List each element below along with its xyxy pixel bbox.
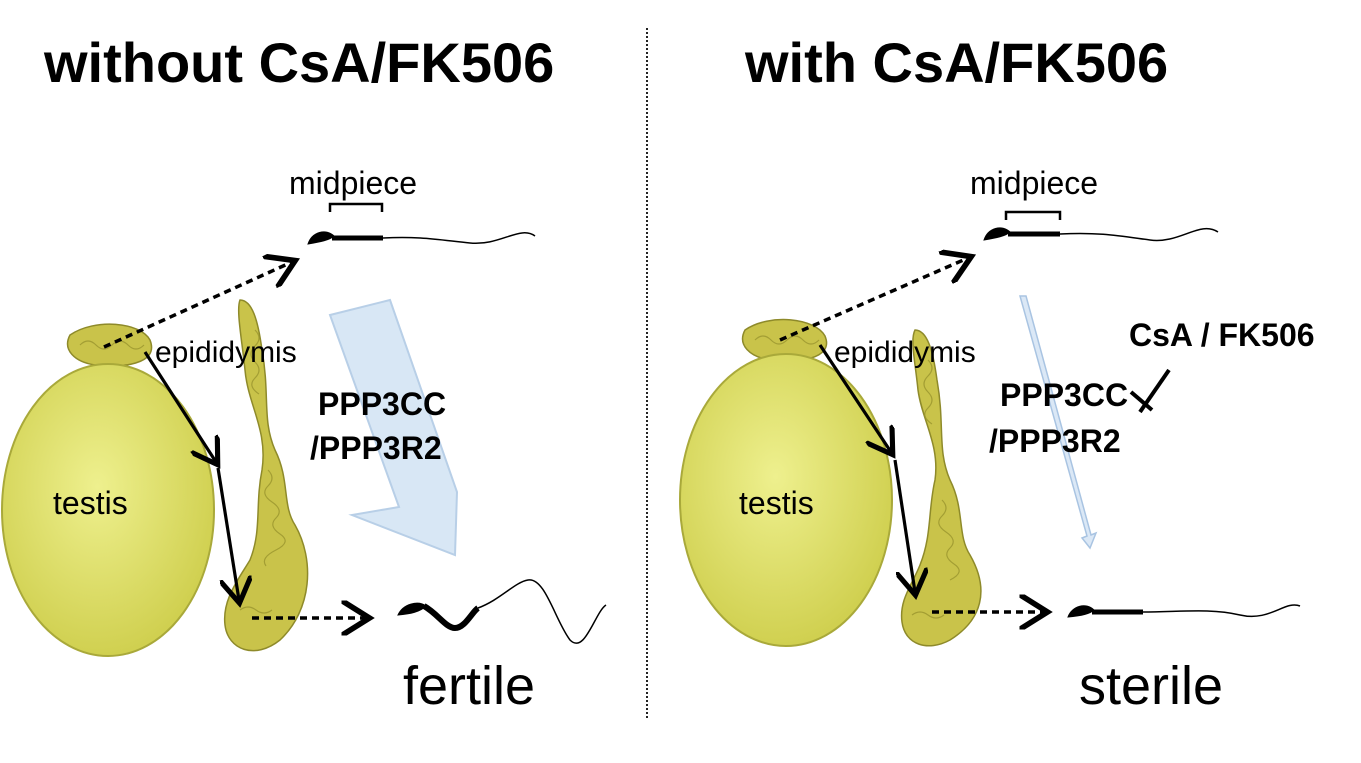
panel-divider [646,28,648,718]
panel-without-inhibitor: without CsA/FK506 midpiece epididymis te… [0,0,648,763]
right-testis-label: testis [739,485,814,521]
sperm-top [983,210,1219,242]
transit-arrows [143,351,239,600]
testis-shape [1,363,215,657]
sperm-top [307,202,536,245]
sperm-bottom [397,579,607,644]
transit-arrows [818,344,915,592]
dotted-arrows [103,262,366,618]
pathway-arrow [328,298,459,557]
left-pathway-line1: PPP3CC [318,386,447,422]
left-outcome-label: fertile [403,656,536,716]
pathway-arrow-weak [1019,295,1098,550]
left-pathway-line2: /PPP3R2 [310,430,442,466]
right-pathway-line2: /PPP3R2 [989,423,1121,459]
left-title: without CsA/FK506 [44,31,555,94]
right-outcome-label: sterile [1079,656,1224,716]
right-inhibitor-label: CsA / FK506 [1129,317,1315,353]
left-epididymis-label: epididymis [155,336,297,369]
dotted-arrows [779,258,1044,612]
right-epididymis-label: epididymis [834,336,976,369]
right-diagram-art [679,210,1301,647]
right-title: with CsA/FK506 [745,31,1169,94]
left-diagram-art [1,202,607,657]
panel-with-inhibitor: with CsA/FK506 midpiece epididymis testi… [650,0,1361,763]
testis-shape [679,353,893,647]
right-midpiece-label: midpiece [970,165,1099,201]
inhibition-mark [1129,368,1171,414]
right-pathway-line1: PPP3CC [1000,377,1129,413]
left-midpiece-label: midpiece [289,165,418,201]
sperm-bottom [1067,604,1301,618]
left-testis-label: testis [53,485,128,521]
